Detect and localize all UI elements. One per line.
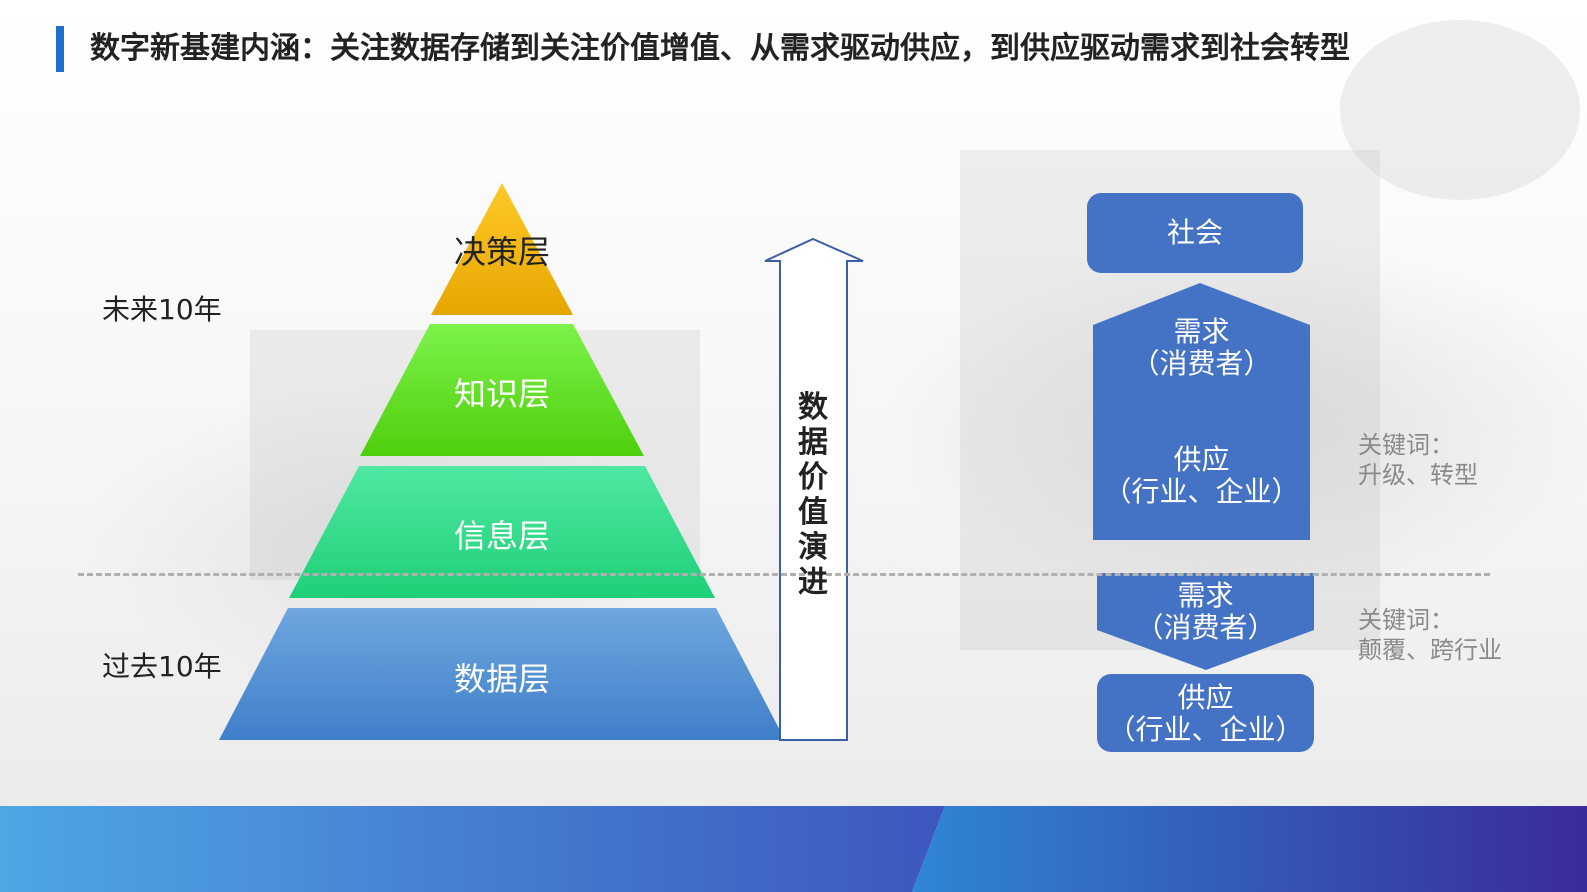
lower-keywords-line2: 颠覆、跨行业	[1358, 636, 1502, 664]
lower-keywords-line1: 关键词：	[1358, 606, 1454, 634]
pyramid-layer-data	[219, 608, 785, 740]
layer-label-knowledge: 知识层	[453, 375, 550, 413]
future-label: 未来10年	[102, 293, 222, 326]
footer-band-left	[0, 806, 945, 892]
lower-supply-box: 供应 （行业、企业）	[1097, 674, 1314, 752]
background-tree	[1340, 20, 1580, 200]
society-box: 社会	[1087, 193, 1303, 273]
upper-supply-line2: （行业、企业）	[1103, 475, 1300, 508]
title-accent-bar	[56, 26, 64, 72]
lower-demand-line2: （消费者）	[1135, 611, 1276, 644]
upper-keywords: 关键词： 升级、转型	[1358, 430, 1478, 490]
lower-demand-chevron	[1097, 573, 1314, 670]
footer-band	[0, 806, 1587, 892]
society-label: 社会	[1166, 216, 1223, 249]
pyramid-layer-decision	[431, 183, 573, 315]
upper-keywords-line1: 关键词：	[1358, 431, 1454, 459]
lower-supply-line2: （行业、企业）	[1107, 713, 1304, 746]
upper-supply-line1: 供应	[1173, 443, 1230, 476]
layer-label-information: 信息层	[453, 517, 550, 555]
upper-keywords-line2: 升级、转型	[1358, 461, 1478, 489]
upper-demand-text: 需求 （消费者）	[1093, 316, 1310, 380]
value-arrow	[764, 237, 864, 741]
layer-label-data: 数据层	[453, 660, 550, 698]
upper-supply-text: 供应 （行业、企业）	[1093, 444, 1310, 508]
upper-demand-line1: 需求	[1173, 315, 1230, 348]
lower-supply-line1: 供应	[1177, 681, 1234, 714]
lower-keywords: 关键词： 颠覆、跨行业	[1358, 605, 1502, 665]
lower-demand-text: 需求 （消费者）	[1097, 580, 1314, 644]
arrow-label: 数据价值演进	[798, 390, 828, 600]
pyramid-layer-knowledge	[360, 324, 644, 456]
upper-demand-line2: （消费者）	[1131, 347, 1272, 380]
layer-label-decision: 决策层	[453, 233, 550, 271]
past-label: 过去10年	[102, 650, 222, 683]
upper-demand-hexagon	[1093, 283, 1310, 540]
lower-demand-line1: 需求	[1177, 579, 1234, 612]
divider-dashed-line	[78, 573, 1490, 576]
page-title: 数字新基建内涵：关注数据存储到关注价值增值、从需求驱动供应，到供应驱动需求到社会…	[90, 31, 1350, 66]
footer-band-right	[912, 806, 1587, 892]
pyramid-layer-information	[289, 466, 715, 598]
